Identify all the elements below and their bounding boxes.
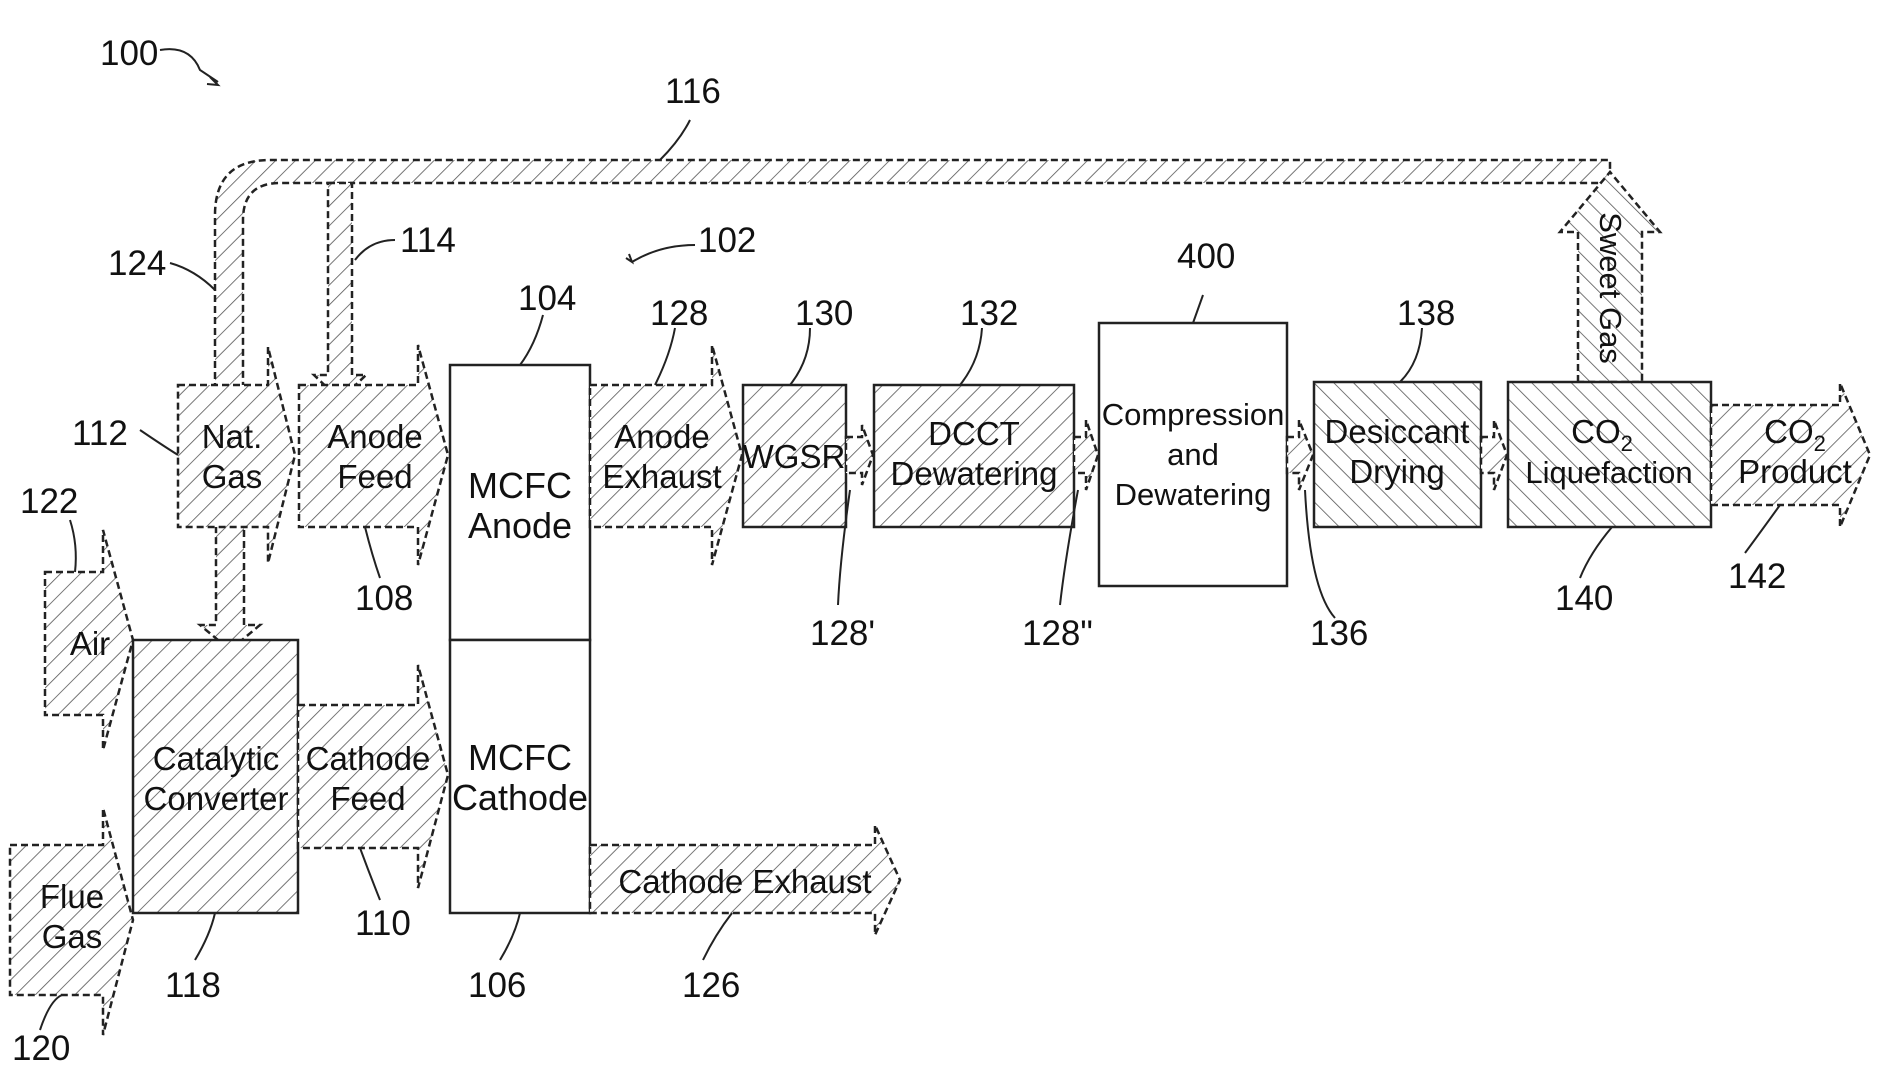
ref-104: 104 [518, 279, 576, 318]
ref-124: 124 [108, 244, 166, 283]
anode-feed-down-arrow [314, 183, 366, 400]
connector-138-140 [1481, 420, 1507, 490]
ref-108: 108 [355, 579, 413, 618]
desiccant-label-1: Desiccant [1325, 413, 1470, 450]
cathode-exhaust-label: Cathode Exhaust [618, 863, 871, 900]
ref-128: 128 [650, 294, 708, 333]
liquefaction-co: CO [1571, 413, 1621, 450]
wgsr-label: WGSR [743, 438, 846, 475]
ref-100: 100 [100, 34, 158, 73]
air-block: Air [45, 530, 133, 750]
ref-122: 122 [20, 482, 78, 521]
flue-gas-block: Flue Gas [10, 808, 133, 1035]
compression-block: Compression and Dewatering [1099, 323, 1287, 586]
cathode-feed-label-1: Cathode [306, 740, 431, 777]
nat-gas-label-1: Nat. [202, 418, 263, 455]
nat-gas-down-arrow [200, 525, 260, 650]
dcct-block: DCCT Dewatering [874, 385, 1074, 527]
desiccant-block: Desiccant Drying [1314, 382, 1481, 527]
nat-gas-label-2: Gas [202, 458, 263, 495]
catalytic-label-1: Catalytic [153, 740, 280, 777]
compression-label-3: Dewatering [1115, 477, 1272, 512]
catalytic-label-2: Converter [144, 780, 289, 817]
ref-112: 112 [72, 414, 128, 453]
desiccant-label-2: Drying [1349, 453, 1444, 490]
ref-110: 110 [355, 904, 411, 943]
anode-feed-label-1: Anode [327, 418, 422, 455]
compression-label-2: and [1167, 437, 1219, 472]
co2-product-co: CO [1764, 413, 1814, 450]
compression-label-1: Compression [1102, 397, 1285, 432]
ref-132: 132 [960, 294, 1018, 333]
liquefaction-sub: 2 [1621, 431, 1633, 456]
mcfc-cathode-label-1: MCFC [468, 737, 572, 778]
mcfc-anode-label-1: MCFC [468, 465, 572, 506]
flue-gas-label-2: Gas [42, 918, 103, 955]
ref-114: 114 [400, 221, 456, 260]
ref-140: 140 [1555, 579, 1613, 618]
ref-102: 102 [698, 221, 756, 260]
catalytic-converter-block: Catalytic Converter [133, 640, 298, 913]
liquefaction-block: CO2 Liquefaction [1508, 382, 1711, 527]
ref-106: 106 [468, 966, 526, 1005]
sweet-gas-label: Sweet Gas [1593, 212, 1628, 364]
anode-exhaust-label-1: Anode [614, 418, 709, 455]
connector-136 [1287, 420, 1313, 490]
ref-118: 118 [165, 966, 221, 1005]
cathode-exhaust-block: Cathode Exhaust [590, 825, 900, 935]
co2-product-label-2: Product [1738, 453, 1852, 490]
ref-138: 138 [1397, 294, 1455, 333]
dcct-label-2: Dewatering [891, 455, 1058, 492]
air-label: Air [70, 625, 110, 662]
ref-136: 136 [1310, 614, 1368, 653]
dcct-label-1: DCCT [928, 415, 1020, 452]
mcfc-anode-label-2: Anode [468, 505, 572, 546]
sweet-gas-block: Sweet Gas [1560, 172, 1660, 382]
ref-120: 120 [12, 1029, 70, 1066]
cathode-feed-block: Cathode Feed [298, 665, 448, 888]
flue-gas-label-1: Flue [40, 878, 104, 915]
connector-128pp [1074, 420, 1098, 490]
anode-feed-label-2: Feed [337, 458, 412, 495]
mcfc-anode-block: MCFC Anode [450, 365, 590, 640]
anode-exhaust-label-2: Exhaust [602, 458, 721, 495]
ref-128p: 128' [810, 614, 875, 653]
co2-product-block: CO2 Product [1711, 383, 1870, 527]
ref-142: 142 [1728, 557, 1786, 596]
ref-116: 116 [665, 72, 721, 111]
connector-128p [846, 425, 873, 485]
wgsr-block: WGSR [743, 385, 846, 527]
cathode-feed-label-2: Feed [330, 780, 405, 817]
ref-126: 126 [682, 966, 740, 1005]
ref-400: 400 [1177, 237, 1235, 276]
anode-exhaust-block: Anode Exhaust [590, 345, 742, 565]
mcfc-cathode-label-2: Cathode [452, 777, 588, 818]
ref-128pp: 128" [1022, 614, 1093, 653]
leader-lines [40, 49, 1780, 1030]
ref-130: 130 [795, 294, 853, 333]
mcfc-cathode-block: MCFC Cathode [450, 640, 590, 913]
liquefaction-label-2: Liquefaction [1525, 455, 1692, 490]
